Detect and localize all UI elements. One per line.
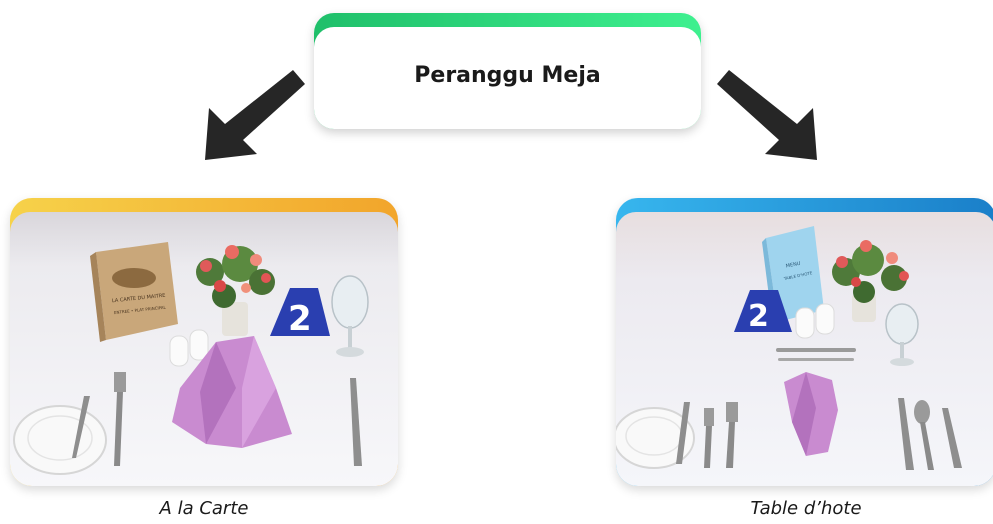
arrow-down-left-icon — [205, 70, 305, 160]
pepper-shaker — [815, 303, 835, 335]
diagram-title: Peranggu Meja — [414, 62, 601, 88]
a-la-carte-card: LA CARTE DU MAITRE ENTREE • PLAT PRINCIP… — [10, 198, 398, 486]
menu-card: LA CARTE DU MAITRE ENTREE • PLAT PRINCIP… — [90, 242, 178, 342]
fish-knife — [942, 408, 962, 468]
soup-spoon — [914, 400, 934, 470]
flower-vase — [196, 245, 275, 336]
butter-knife — [72, 396, 90, 458]
menu-card-title: MENU — [785, 261, 801, 270]
table-dhote-photo: MENU TABLE D'HOTE 2 — [616, 212, 993, 486]
arrow-down-right-icon — [717, 70, 817, 160]
dessert-fork — [778, 358, 854, 361]
napkin — [784, 372, 838, 456]
dinner-fork — [726, 402, 738, 468]
table-number-card: 2 — [734, 290, 792, 334]
menu-card-title: LA CARTE DU MAITRE — [112, 293, 166, 305]
menu-card-subtitle: ENTREE • PLAT PRINCIPAL — [114, 305, 167, 315]
wine-glass — [885, 303, 919, 366]
table-number: 2 — [288, 299, 312, 339]
fork — [114, 372, 126, 466]
bread-plate — [13, 405, 107, 475]
flower-vase — [832, 240, 909, 322]
dinner-knife — [898, 398, 914, 470]
table-number-card: 2 — [270, 288, 330, 339]
table-dhote-caption: Table d’hote — [750, 498, 862, 519]
bread-plate — [616, 407, 695, 469]
menu-card-subtitle: TABLE D'HOTE — [782, 270, 813, 281]
a-la-carte-caption: A la Carte — [159, 498, 249, 519]
butter-knife — [676, 402, 690, 464]
a-la-carte-photo: LA CARTE DU MAITRE ENTREE • PLAT PRINCIP… — [10, 212, 398, 486]
title-inner: Peranggu Meja — [314, 27, 701, 129]
table-dhote-card: MENU TABLE D'HOTE 2 — [616, 198, 993, 486]
title-box: Peranggu Meja — [314, 13, 701, 129]
dinner-knife — [350, 378, 362, 466]
dessert-spoon — [776, 348, 856, 352]
pepper-shaker — [189, 329, 209, 361]
salt-shaker — [795, 307, 815, 339]
salt-shaker — [169, 335, 189, 367]
wine-glass — [331, 275, 369, 357]
table-number: 2 — [748, 299, 769, 334]
napkin — [172, 336, 292, 448]
fish-fork — [704, 408, 714, 468]
